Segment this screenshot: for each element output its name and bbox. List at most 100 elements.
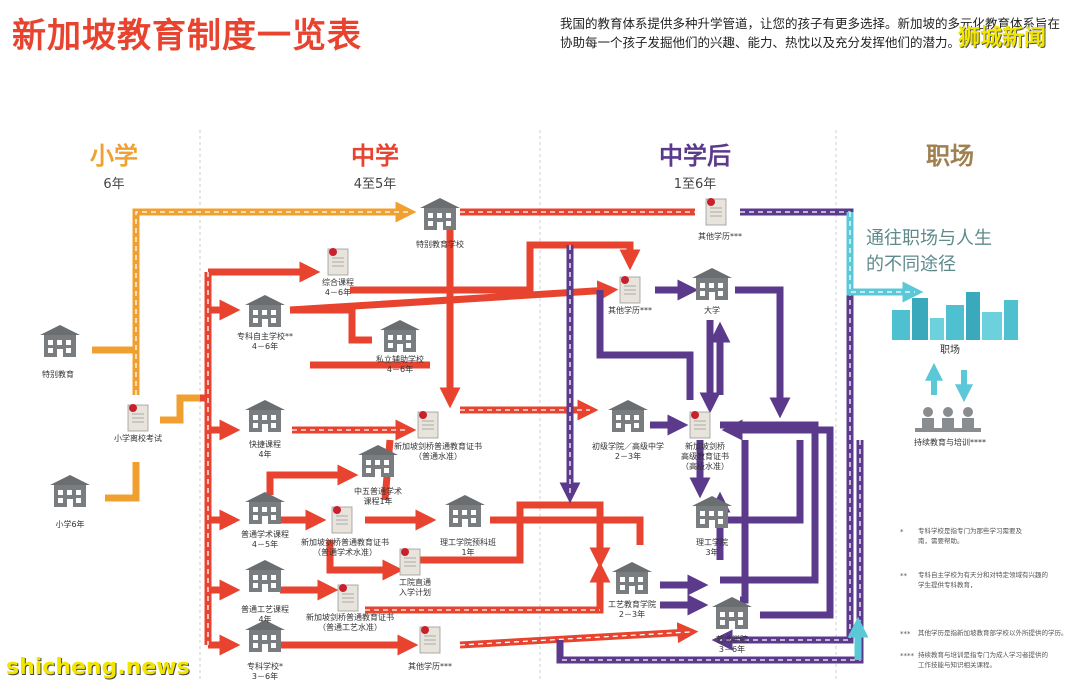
label-normal-academic-dur: 4－5年: [251, 540, 279, 549]
label-integrated-dur: 4－6年: [324, 288, 352, 297]
note-4-mark: ****: [900, 652, 914, 660]
label-gce-o-name: 新加坡剑桥普通教育证书: [394, 442, 482, 451]
label-gce-n-a: 新加坡剑桥普通教育证书 （普通学术水准）: [295, 538, 395, 558]
page-title: 新加坡教育制度一览表: [12, 16, 362, 56]
note-2-line-1: 专科自主学校为有天分和对特定领域有兴趣的: [918, 571, 1048, 579]
label-normal-academic-name: 普通学术课程: [241, 530, 289, 539]
label-gce-o: 新加坡剑桥普通教育证书 （普通水准）: [388, 442, 488, 462]
note-3: 其他学历是指新加坡教育部学校以外所提供的学历。: [918, 628, 1068, 638]
label-sec5-na-name: 中五普通学术: [354, 487, 402, 496]
label-normal-technical: 普通工艺课程 4年: [225, 605, 305, 625]
label-specialised-school: 专科学校* 3－6年: [225, 662, 305, 682]
label-gce-a-sub: 高级教育证书: [681, 452, 729, 461]
label-primary: 小学6年: [55, 520, 85, 529]
column-post-secondary-duration: 1至6年: [673, 177, 717, 192]
note-1-line-1: 专科学校是指专门为那些学习需要及: [918, 527, 1022, 535]
column-secondary-heading: 中学: [351, 142, 399, 170]
classroom-icon: [915, 407, 981, 432]
label-jc-dur: 2－3年: [614, 452, 642, 461]
label-lifelong-learning: 持续教育与培训****: [914, 438, 986, 447]
column-post-secondary: 中学后 1至6年: [625, 136, 765, 192]
label-specialised-independent: 专科自主学校** 4－6年: [225, 332, 305, 352]
label-arts: 艺术学院 3－6年: [692, 635, 772, 655]
label-jc-name: 初级学院／高级中学: [592, 442, 664, 451]
label-express-dur: 4年: [258, 450, 272, 459]
label-integrated: 综合课程 4－6年: [298, 278, 378, 298]
label-direct-entry-name: 工院直通: [399, 578, 431, 587]
intro-line-2: 协助每一个孩子发掘他们的兴趣、能力、热忱以及充分发挥他们的潜力。: [560, 35, 961, 50]
label-private-funded-dur: 4－6年: [386, 365, 414, 374]
label-gce-a: 新加坡剑桥 高级教育证书 （高级水准）: [665, 442, 745, 472]
label-polytechnic: 理工学院 3年: [672, 538, 752, 558]
column-workplace: 职场: [880, 136, 1020, 171]
workplace-path-text: 通往职场与人生 的不同途径: [866, 226, 1016, 278]
label-other-quals-sec: 其他学历***: [408, 662, 452, 671]
label-specialised-independent-dur: 4－6年: [251, 342, 279, 351]
column-post-secondary-heading: 中学后: [659, 142, 731, 170]
workplace-city-icon: [892, 292, 1018, 340]
intro-line-1: 我国的教育体系提供多种升学管道，让您的孩子有更多选择。新加坡的多元化教育体系旨在: [560, 16, 1061, 31]
workplace-path-line-2: 的不同途径: [866, 254, 956, 275]
label-special-ed: 特别教育: [42, 370, 74, 379]
label-ite-dur: 2－3年: [618, 610, 646, 619]
label-normal-technical-name: 普通工艺课程: [241, 605, 289, 614]
label-gce-a-sub2: （高级水准）: [681, 462, 729, 471]
label-express-name: 快捷课程: [249, 440, 281, 449]
label-gce-n-t: 新加坡剑桥普通教育证书 （普通工艺水准）: [300, 613, 400, 633]
label-poly-foundation-name: 理工学院预科班: [440, 538, 496, 547]
column-primary: 小学 6年: [44, 136, 184, 192]
note-4-line-1: 持续教育与培训是指专门为成人学习者提供的: [918, 651, 1048, 659]
label-ite-name: 工艺教育学院: [608, 600, 656, 609]
workplace-path-line-1: 通往职场与人生: [866, 228, 992, 249]
label-gce-n-t-sub: （普通工艺水准）: [318, 623, 382, 632]
label-express: 快捷课程 4年: [225, 440, 305, 460]
workplace-path: [846, 212, 924, 660]
label-polytechnic-name: 理工学院: [696, 538, 728, 547]
label-private-funded-name: 私立辅助学校: [376, 355, 424, 364]
label-gce-o-sub: （普通水准）: [414, 452, 462, 461]
label-normal-technical-dur: 4年: [258, 615, 272, 624]
column-primary-duration: 6年: [103, 177, 125, 192]
note-1: 专科学校是指专门为那些学习需要及 南，需要帮助。: [918, 526, 1068, 546]
label-special-school: 特别教育学校: [416, 240, 464, 249]
label-gce-n-t-name: 新加坡剑桥普通教育证书: [306, 613, 394, 622]
label-gce-n-a-sub: （普通学术水准）: [313, 548, 377, 557]
note-4: 持续教育与培训是指专门为成人学习者提供的 工作技能与知识相关课程。: [918, 650, 1068, 670]
label-direct-entry: 工院直通 入学计划: [375, 578, 455, 598]
note-1-line-2: 南，需要帮助。: [918, 537, 964, 545]
label-polytechnic-dur: 3年: [705, 548, 719, 557]
label-sec5-na-dur: 课程1年: [363, 497, 393, 506]
column-secondary-duration: 4至5年: [353, 177, 397, 192]
label-specialised-school-dur: 3－6年: [251, 672, 279, 681]
watermark-bottom: shicheng.news: [6, 655, 190, 680]
label-arts-dur: 3－6年: [718, 645, 746, 654]
label-other-quals-mid: 其他学历***: [608, 306, 652, 315]
label-other-quals-top: 其他学历***: [698, 232, 742, 241]
note-2: 专科自主学校为有天分和对特定领域有兴趣的 学生提供专科教育，: [918, 570, 1068, 590]
label-poly-foundation-dur: 1年: [461, 548, 475, 557]
label-workplace: 职场: [940, 345, 960, 356]
label-direct-entry-sub: 入学计划: [399, 588, 431, 597]
column-dividers: [199, 130, 837, 680]
label-private-funded: 私立辅助学校 4－6年: [360, 355, 440, 375]
label-specialised-school-name: 专科学校*: [247, 662, 283, 671]
label-psle: 小学离校考试: [114, 434, 162, 443]
note-3-line-1: 其他学历是指新加坡教育部学校以外所提供的学历。: [918, 629, 1068, 637]
note-2-line-2: 学生提供专科教育，: [918, 581, 977, 589]
column-primary-heading: 小学: [90, 142, 138, 170]
column-workplace-heading: 职场: [926, 142, 974, 170]
intro-text: 我国的教育体系提供多种升学管道，让您的孩子有更多选择。新加坡的多元化教育体系旨在…: [560, 14, 1060, 52]
up-down-arrows-icon: [925, 362, 973, 403]
label-normal-academic: 普通学术课程 4－5年: [225, 530, 305, 550]
column-secondary: 中学 4至5年: [305, 136, 445, 192]
label-jc: 初级学院／高级中学 2－3年: [583, 442, 673, 462]
note-1-mark: *: [900, 528, 904, 536]
label-specialised-independent-name: 专科自主学校**: [237, 332, 293, 341]
note-3-mark: ***: [900, 630, 911, 638]
watermark-top: 狮城新闻: [958, 26, 1047, 51]
label-gce-a-name: 新加坡剑桥: [685, 442, 725, 451]
note-2-mark: **: [900, 572, 907, 580]
label-integrated-name: 综合课程: [322, 278, 354, 287]
